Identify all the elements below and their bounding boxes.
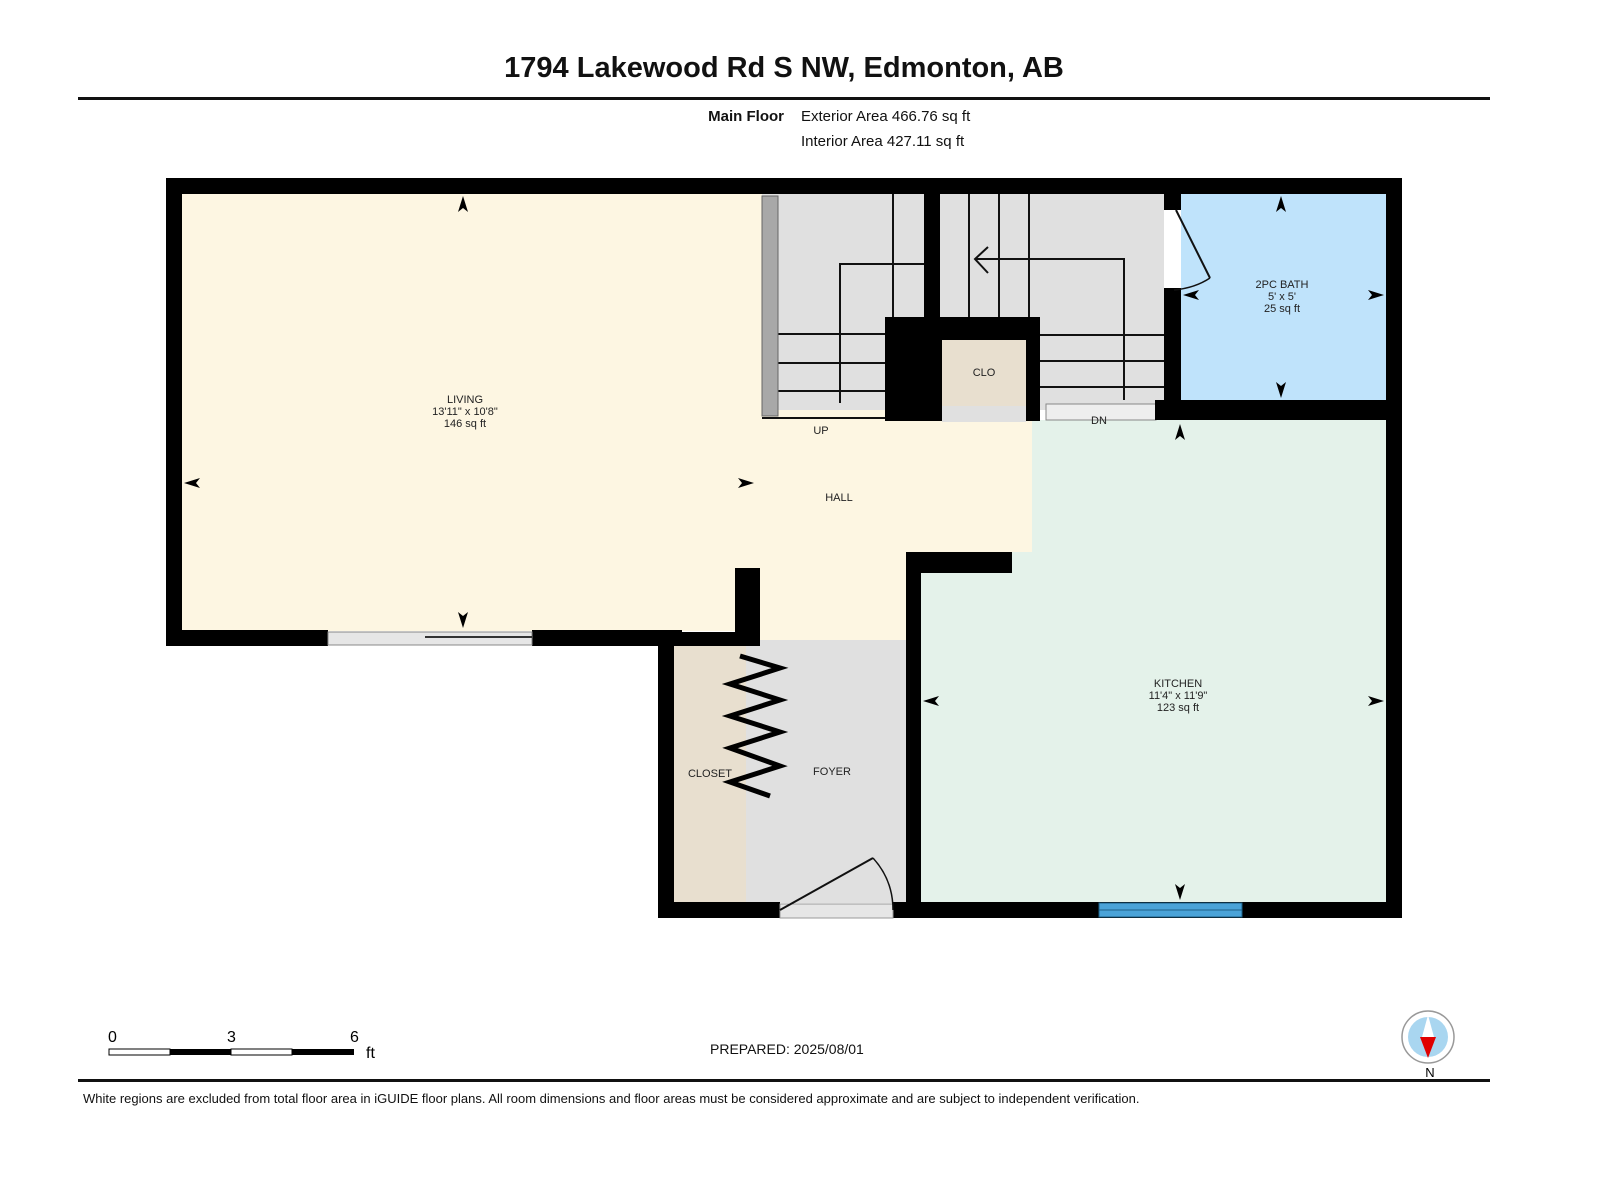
kitchen-room-main	[921, 552, 1386, 903]
closet-room	[674, 646, 746, 903]
footer-divider	[78, 1079, 1490, 1082]
foyer-label: FOYER	[813, 766, 851, 778]
bath-dims: 5' x 5'	[1268, 291, 1296, 303]
kitchen-area: 123 sq ft	[1157, 702, 1199, 714]
page-title: 1794 Lakewood Rd S NW, Edmonton, AB	[504, 52, 1064, 84]
stairs-up-label: UP	[813, 425, 828, 437]
front-door	[779, 857, 894, 919]
closet-label: CLOSET	[688, 768, 732, 780]
living-room	[182, 194, 762, 631]
bath-door	[1173, 209, 1211, 291]
bath-label: 2PC BATH	[1256, 279, 1309, 291]
living-dims: 13'11" x 10'8"	[432, 406, 498, 418]
clo-label: CLO	[973, 367, 996, 379]
dimension-arrows	[184, 196, 1384, 900]
disclaimer: White regions are excluded from total fl…	[83, 1091, 1140, 1106]
scale-tick-6: 6	[350, 1029, 359, 1046]
floor-name: Main Floor	[708, 108, 784, 125]
foyer-room	[746, 640, 906, 903]
kitchen-label: KITCHEN	[1154, 678, 1202, 690]
compass-icon	[1401, 1010, 1455, 1064]
scale-tick-0: 0	[108, 1029, 117, 1046]
stair-treads	[762, 194, 1164, 419]
interior-area: Interior Area 427.11 sq ft	[801, 133, 965, 150]
exterior-area: Exterior Area 466.76 sq ft	[801, 108, 971, 125]
bath-area: 25 sq ft	[1264, 303, 1300, 315]
living-area: 146 sq ft	[444, 418, 486, 430]
stairs-down-label: DN	[1091, 415, 1107, 427]
living-window	[327, 631, 533, 646]
scale-tick-3: 3	[227, 1029, 236, 1046]
clo-room	[942, 340, 1026, 406]
kitchen-dims: 11'4" x 11'9"	[1149, 690, 1208, 702]
bath-room	[1181, 194, 1386, 400]
kitchen-room	[1032, 420, 1386, 552]
header-divider	[78, 97, 1490, 100]
hall-label: HALL	[825, 492, 853, 504]
prepared-date: PREPARED: 2025/08/01	[710, 1041, 864, 1057]
closet-bifold-door	[721, 653, 789, 799]
stair-railing	[761, 195, 779, 417]
compass-label: N	[1425, 1065, 1434, 1080]
clo-threshold	[942, 406, 1026, 422]
hall	[760, 410, 1032, 552]
hall-lower	[760, 552, 906, 640]
living-label: LIVING	[447, 394, 483, 406]
walls	[166, 178, 1402, 918]
scale-unit: ft	[366, 1045, 375, 1062]
scale-bar	[108, 1048, 354, 1056]
